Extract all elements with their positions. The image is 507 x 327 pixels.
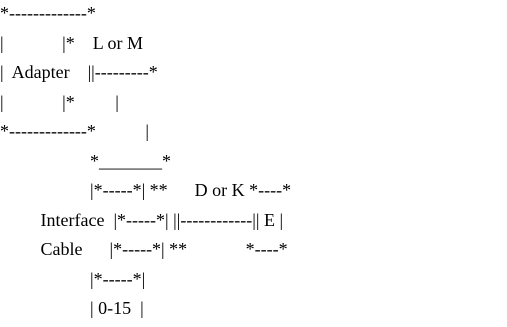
diagram-line-2: | |* L or M xyxy=(0,32,144,53)
diagram-line-5: *-------------* | xyxy=(0,121,150,141)
diagram-line-4: | |* | xyxy=(0,91,119,112)
diagram-line-9: Cable |*-----*| ** *----* xyxy=(0,239,288,259)
diagram-line-10: |*-----*| xyxy=(0,268,146,289)
diagram-line-6: *_______* xyxy=(0,150,171,171)
diagram-line-3: | Adapter ||---------* xyxy=(0,62,158,82)
diagram-line-8: Interface |*-----*| ||------------|| E | xyxy=(0,209,284,230)
diagram-line-7: |*-----*| ** D or K *----* xyxy=(0,180,292,200)
diagram-line-11: | 0-15 | xyxy=(0,298,144,318)
diagram-line-1: *-------------* xyxy=(0,3,96,23)
